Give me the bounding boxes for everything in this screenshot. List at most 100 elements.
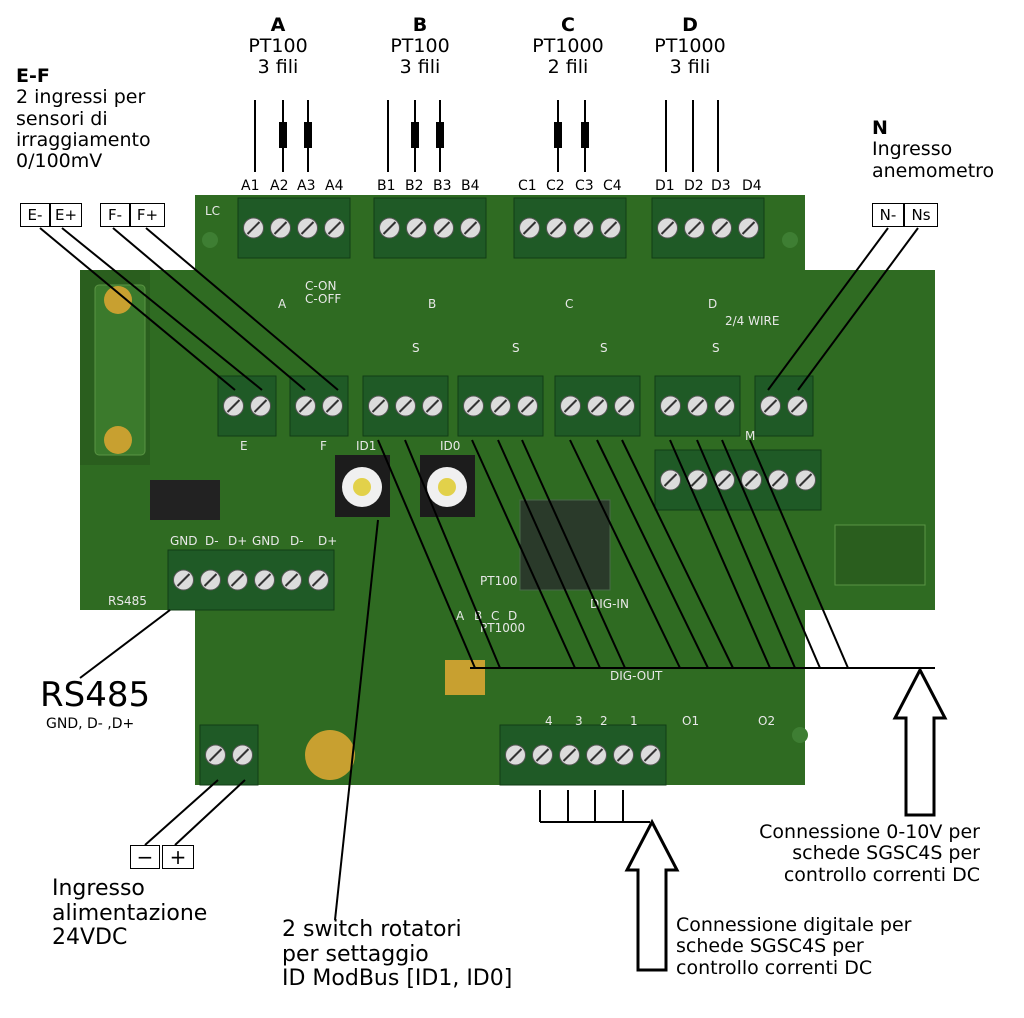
power-plus-box: + — [162, 845, 194, 869]
group-letter: C — [561, 14, 575, 36]
analog-desc-line: Connessione 0-10V per — [759, 821, 980, 843]
screw-slot — [589, 748, 604, 762]
resistor-symbols — [279, 122, 589, 148]
group-a-header: A PT100 3 fili — [228, 15, 328, 78]
pcb-silkscreen-text: D+ — [228, 534, 247, 548]
pcb-silkscreen-text: A — [278, 297, 287, 311]
screw-slot — [520, 399, 535, 413]
pin-label: A1 — [241, 178, 260, 194]
pcb-silkscreen-text: C-OFF — [305, 292, 341, 306]
pcb-silkscreen-text: S — [712, 341, 720, 355]
screw-slot — [562, 748, 577, 762]
switches-desc: 2 switch rotatori per settaggio ID ModBu… — [282, 917, 513, 992]
screw-slot — [246, 221, 261, 235]
pin-label: C2 — [546, 178, 565, 194]
wire-count: 3 fili — [257, 55, 299, 78]
pcb-silkscreen-text: 2 — [600, 714, 608, 728]
digital-desc-line: Connessione digitale per — [676, 914, 912, 936]
screw-slot — [690, 473, 705, 487]
ef-label: E-F 2 ingressi per sensori di irraggiame… — [16, 65, 151, 173]
screw-slot — [590, 399, 605, 413]
power-minus-box: − — [130, 845, 160, 869]
analog-arrow-icon — [892, 666, 948, 817]
group-letter: D — [682, 14, 698, 36]
screw-slot — [466, 399, 481, 413]
screw-slot — [298, 399, 313, 413]
pin-box-e-minus: E- — [20, 203, 50, 227]
analog-conn-desc: Connessione 0-10V per schede SGSC4S per … — [700, 821, 980, 886]
pcb-silkscreen-text: M — [745, 429, 755, 443]
screw-slot — [311, 573, 326, 587]
switches-desc-line: ID ModBus [ID1, ID0] — [282, 966, 513, 992]
screw-slot — [235, 748, 250, 762]
pin-label: D1 — [655, 178, 675, 194]
screw-slot — [616, 748, 631, 762]
power-desc: Ingresso alimentazione 24VDC — [52, 876, 207, 951]
screw-slot — [717, 399, 732, 413]
screw-slot — [690, 399, 705, 413]
digital-conn-desc: Connessione digitale per schede SGSC4S p… — [676, 914, 912, 979]
connection-lines — [39, 100, 935, 921]
pcb-silkscreen-text: PT1000 — [480, 621, 525, 635]
pcb-silkscreen-text: LC — [205, 204, 220, 218]
pcb-silkscreen-text: C-ON — [305, 279, 336, 293]
pcb-silkscreen-text: O1 — [682, 714, 699, 728]
pin-label: B4 — [461, 178, 480, 194]
pcb-silkscreen-text: 1 — [630, 714, 638, 728]
rs485-sub: GND, D- ,D+ — [46, 716, 135, 732]
power-desc-line: 24VDC — [52, 925, 128, 951]
screw-slot — [226, 399, 241, 413]
sensor-type: PT1000 — [654, 34, 726, 57]
terminal-block — [167, 549, 335, 611]
pcb-silkscreen-text: D+ — [318, 534, 337, 548]
screw-slot — [208, 748, 223, 762]
screw-slot — [463, 221, 478, 235]
screw-slot — [203, 573, 218, 587]
pin-label: A2 — [270, 178, 289, 194]
pcb-silkscreen-text: E — [240, 439, 248, 453]
screw-slot — [576, 221, 591, 235]
screw-slot — [714, 221, 729, 235]
pin-label: D3 — [711, 178, 731, 194]
pcb-silkscreen-text: S — [412, 341, 420, 355]
terminal-block — [654, 449, 822, 511]
pin-label: D4 — [742, 178, 762, 194]
screw-slot — [763, 399, 778, 413]
screw-slot — [535, 748, 550, 762]
pcb-silkscreen-text: D — [508, 609, 517, 623]
pin-label: A3 — [297, 178, 316, 194]
ef-desc-line: sensori di — [16, 107, 108, 130]
pcb-silkscreen-text: F — [320, 439, 327, 453]
screw-slot — [508, 748, 523, 762]
pcb-silkscreen-text: 4 — [545, 714, 553, 728]
pcb-silkscreen-text: C — [491, 609, 499, 623]
pcb-silkscreen-text: B — [428, 297, 436, 311]
wire-count: 2 fili — [547, 55, 589, 78]
screw-slot — [687, 221, 702, 235]
screw-slot — [741, 221, 756, 235]
screw-slot — [617, 399, 632, 413]
screw-slot — [663, 473, 678, 487]
pin-label: C4 — [603, 178, 622, 194]
pin-label: B2 — [405, 178, 424, 194]
screw-slot — [744, 473, 759, 487]
screw-slot — [549, 221, 564, 235]
pin-label: B1 — [377, 178, 396, 194]
pin-box-f-plus: F+ — [130, 203, 165, 227]
pcb-silkscreen-text: GND — [252, 534, 280, 548]
ef-desc-line: 0/100mV — [16, 150, 103, 173]
wire-count: 3 fili — [669, 55, 711, 78]
pcb-silkscreen-text: PT100 — [480, 574, 517, 588]
screw-slot — [327, 221, 342, 235]
pcb-silkscreen-text: S — [512, 341, 520, 355]
screw-slot — [398, 399, 413, 413]
screw-slot — [436, 221, 451, 235]
pin-label: D2 — [684, 178, 704, 194]
screw-slot — [493, 399, 508, 413]
screw-slot — [717, 473, 732, 487]
digital-arrow-icon — [624, 818, 680, 972]
pcb-silkscreen-text: O2 — [758, 714, 775, 728]
group-letter: A — [270, 14, 286, 36]
